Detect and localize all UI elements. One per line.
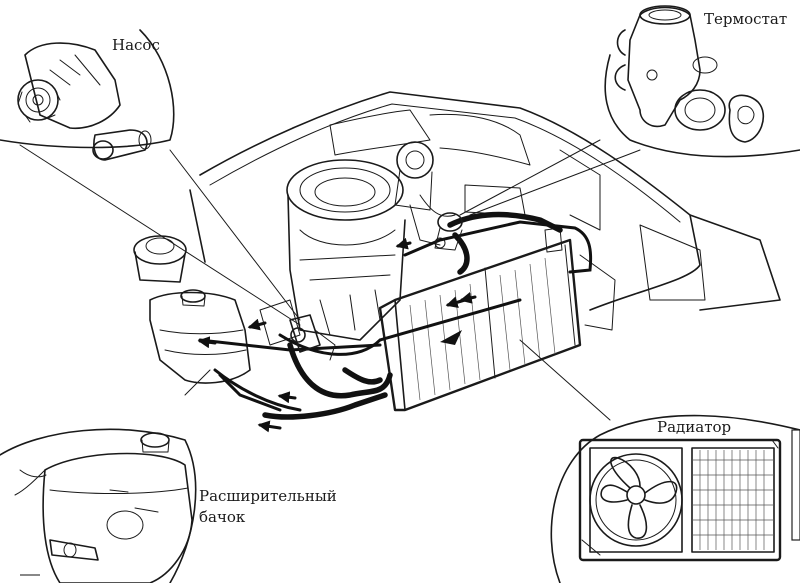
engine-block bbox=[259, 141, 526, 346]
pump-on-car bbox=[289, 314, 336, 361]
image-specks bbox=[20, 429, 800, 576]
car-body bbox=[189, 91, 781, 331]
thermostat-icon bbox=[614, 5, 764, 143]
pump-label: Насос bbox=[112, 36, 160, 54]
expansion-tank-on-car bbox=[133, 235, 251, 384]
radiator-callout bbox=[550, 414, 800, 583]
coolant-hoses bbox=[198, 211, 593, 420]
tank-label-line2: бачок bbox=[199, 508, 246, 526]
radiator-on-car bbox=[378, 227, 582, 412]
thermostat-callout bbox=[604, 5, 800, 158]
water-pump-icon bbox=[17, 42, 152, 161]
thermostat-on-car bbox=[434, 212, 463, 251]
expansion-tank-icon bbox=[14, 432, 193, 583]
tank-callout bbox=[0, 428, 197, 583]
tank-label-line1: Расширительный bbox=[199, 487, 337, 505]
leader-lines bbox=[19, 139, 641, 421]
radiator-icon bbox=[578, 438, 782, 562]
thermostat-label: Термостат bbox=[704, 10, 788, 28]
radiator-label: Радиатор bbox=[657, 418, 732, 436]
pump-callout bbox=[0, 29, 175, 161]
flow-arrows bbox=[197, 237, 477, 433]
